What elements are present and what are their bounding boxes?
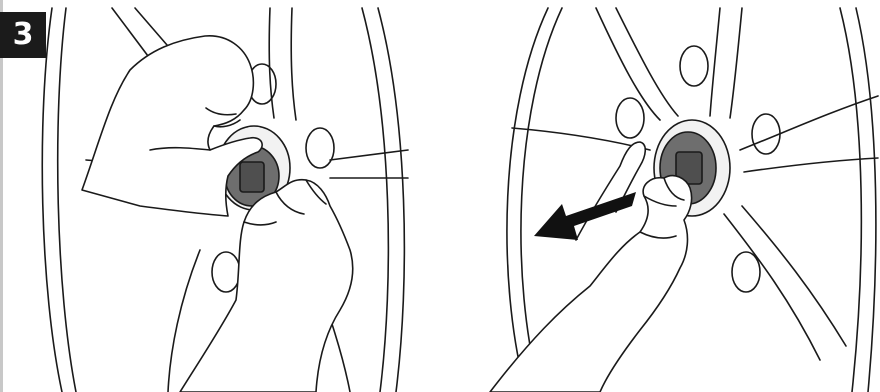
left-panel [42,8,408,392]
left-rim-right [378,8,404,392]
left-hub-cap-nut [240,162,264,192]
right-spoke-bottomright [724,214,820,360]
left-lug-hole-bottom [212,252,240,292]
right-spoke-topright [710,8,720,116]
right-spoke-left [512,128,650,150]
left-rim-outer [42,8,62,392]
left-lug-hole-right [306,128,334,168]
right-lug-hole-top [680,46,708,86]
left-rim-right-inner [362,8,388,392]
right-lug-hole-bottom [732,252,760,292]
right-lug-hole-left [616,98,644,138]
right-spoke-top [596,8,660,120]
right-lug-hole-right [752,114,780,154]
right-rim-right [856,8,876,392]
left-rim-inner [58,8,76,392]
left-spoke-right [330,150,408,160]
right-panel [490,8,878,392]
right-thumb [576,142,645,240]
